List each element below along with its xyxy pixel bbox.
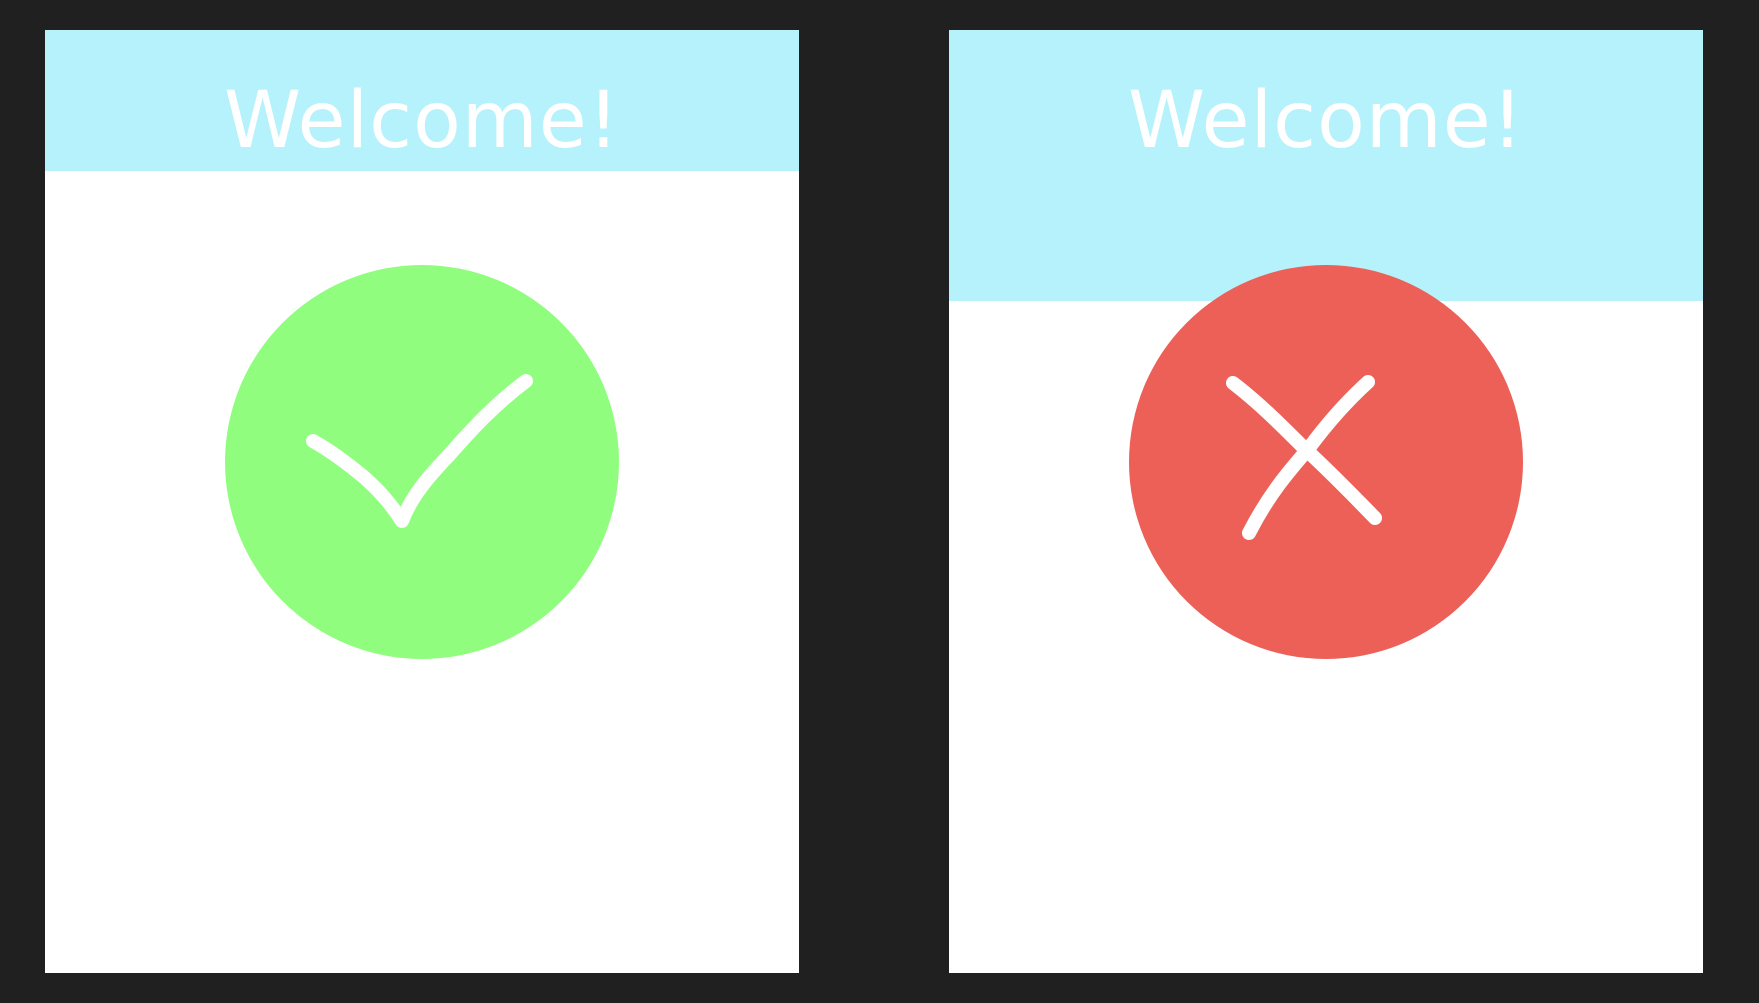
welcome-title: Welcome! [223,76,621,166]
checkmark-icon [306,374,533,528]
error-screen: Welcome! [949,30,1703,973]
welcome-header: Welcome! [45,30,799,171]
success-status-circle [225,265,619,659]
success-screen: Welcome! [45,30,799,973]
welcome-title: Welcome! [1127,76,1525,166]
welcome-header: Welcome! [949,30,1703,301]
error-status-circle [1129,265,1523,659]
cross-icon [1226,375,1382,540]
